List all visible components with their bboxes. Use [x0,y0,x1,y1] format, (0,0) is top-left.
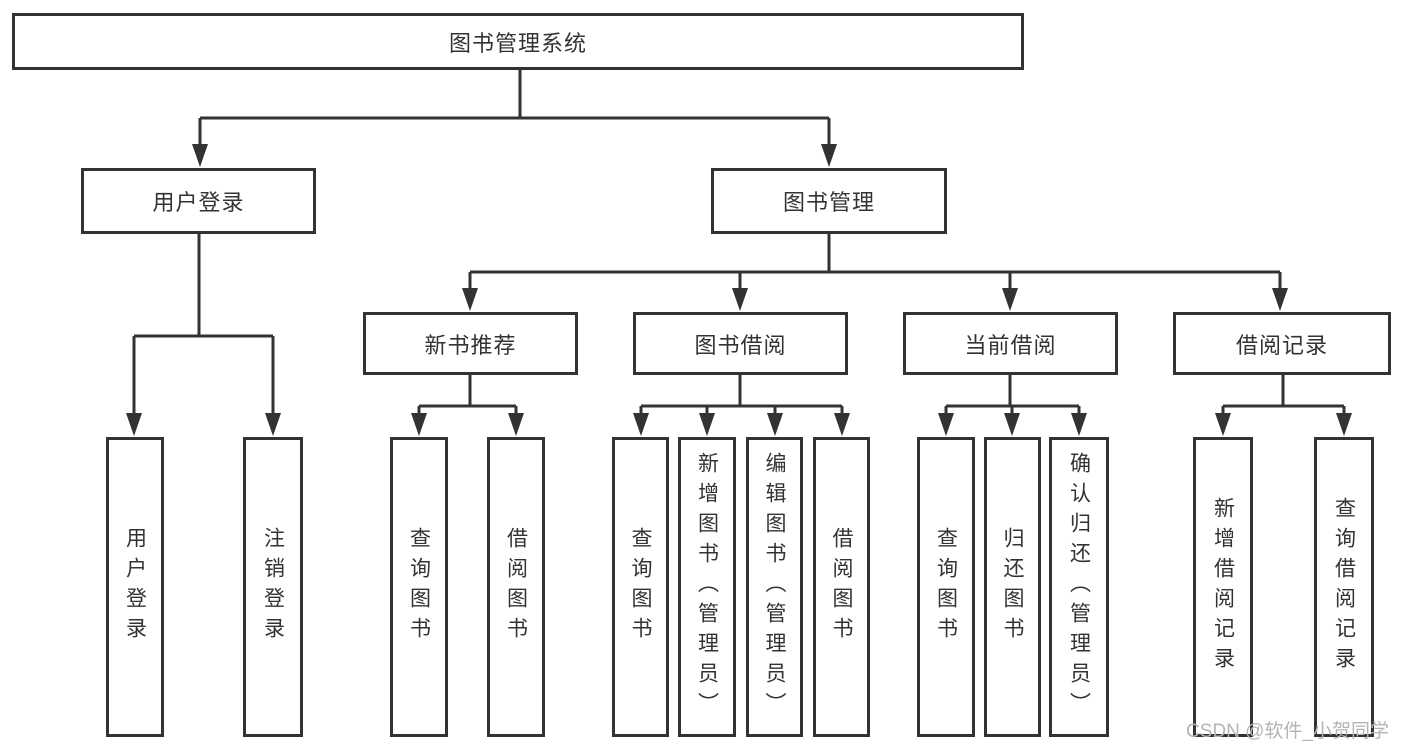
node-label: 用户登录 [123,527,147,647]
node-book-borrowing: 图书借阅 [633,312,848,375]
node-leaf-logout: 注销登录 [243,437,303,737]
node-leaf-query-books-borrowing: 查询图书 [612,437,669,737]
node-leaf-edit-books-admin: 编辑图书（管理员） [746,437,803,737]
node-label: 图书管理系统 [448,30,587,56]
node-label: 新增借阅记录 [1211,497,1235,677]
node-label: 编辑图书（管理员） [763,452,786,722]
node-book-management: 图书管理 [711,168,947,234]
watermark: CSDN @软件_小贺同学 [1186,721,1389,742]
node-label: 查询图书 [934,527,958,647]
node-label: 借阅图书 [830,527,853,647]
arrowheads [126,144,1352,436]
node-leaf-user-login: 用户登录 [106,437,164,737]
node-new-book-recommend: 新书推荐 [363,312,578,375]
node-label: 用户登录 [152,190,245,215]
node-label: 注销登录 [261,527,285,647]
node-user-login: 用户登录 [81,168,316,234]
node-borrowing-records: 借阅记录 [1173,312,1391,375]
node-label: 图书借阅 [694,332,787,358]
node-label: 借阅图书 [504,527,528,647]
node-label: 借阅记录 [1235,332,1328,358]
node-leaf-query-books-recommend: 查询图书 [390,437,448,737]
node-leaf-return-books: 归还图书 [984,437,1041,737]
node-leaf-add-borrow-record: 新增借阅记录 [1193,437,1253,737]
node-label: 图书管理 [782,190,875,215]
node-label: 当前借阅 [964,332,1057,358]
node-leaf-add-books-admin: 新增图书（管理员） [678,437,736,737]
node-label: 新增图书（管理员） [695,452,719,722]
node-leaf-borrow-books-recommend: 借阅图书 [487,437,545,737]
node-root-library-management-system: 图书管理系统 [12,13,1024,70]
node-label: 查询图书 [629,527,652,647]
node-leaf-confirm-return-admin: 确认归还（管理员） [1049,437,1109,737]
node-label: 查询图书 [407,527,431,647]
node-label: 新书推荐 [424,332,517,358]
node-leaf-query-borrow-record: 查询借阅记录 [1314,437,1374,737]
node-label: 归还图书 [1001,527,1024,647]
node-leaf-borrow-books-borrowing: 借阅图书 [813,437,870,737]
node-label: 查询借阅记录 [1332,497,1356,677]
node-current-borrowing: 当前借阅 [903,312,1118,375]
node-label: 确认归还（管理员） [1067,452,1091,722]
node-leaf-query-books-current: 查询图书 [917,437,975,737]
